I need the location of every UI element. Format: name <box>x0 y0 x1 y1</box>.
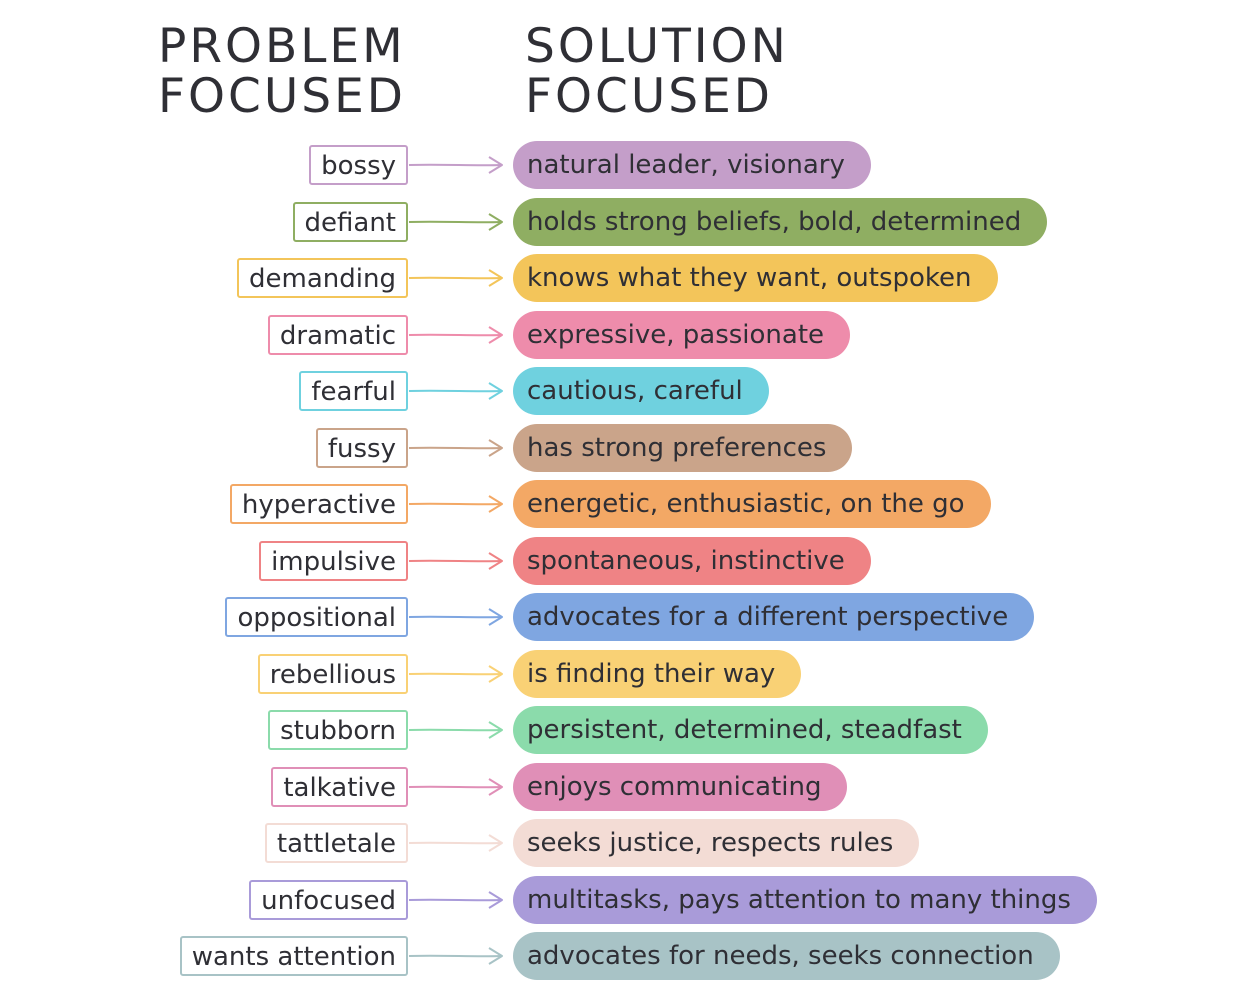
problem-label: hyperactive <box>229 484 408 524</box>
reframe-row: fussy has strong preferences <box>0 423 1260 473</box>
solution-label: cautious, careful <box>513 367 769 415</box>
arrow-head <box>488 664 503 683</box>
arrow-head <box>488 834 503 852</box>
solution-label: expressive, passionate <box>513 310 851 359</box>
solution-label: multitasks, pays attention to many thing… <box>513 875 1097 924</box>
solution-label: advocates for needs, seeks connection <box>513 932 1060 980</box>
arrow-shaft <box>408 220 502 223</box>
problem-label: fearful <box>299 371 408 411</box>
problem-label: oppositional <box>225 597 408 637</box>
solution-heading-line-2: FOCUSED <box>525 69 773 124</box>
arrow-head <box>488 495 503 513</box>
arrow-head <box>488 721 503 739</box>
arrow-icon <box>408 269 503 287</box>
arrow-shaft <box>408 954 502 958</box>
reframe-list: bossy natural leader, visionary defiant hol… <box>0 140 1260 1000</box>
arrow-icon <box>408 777 503 796</box>
arrow-icon <box>408 551 503 570</box>
arrow-shaft <box>408 728 502 732</box>
problem-heading-line-1: PROBLEM <box>158 19 406 74</box>
solution-focused-heading: SOLUTION FOCUSED <box>525 22 789 122</box>
arrow-head <box>488 325 503 344</box>
problem-label: bossy <box>309 145 408 185</box>
arrow-icon <box>408 212 503 231</box>
arrow-head <box>488 156 503 174</box>
arrow-head <box>488 947 503 965</box>
reframe-row: hyperactive energetic, enthusiastic, on t… <box>0 479 1260 529</box>
problem-label: demanding <box>237 258 408 298</box>
problem-label: unfocused <box>249 879 408 920</box>
arrow-head <box>488 777 503 796</box>
arrow-icon <box>408 495 503 513</box>
reframe-row: talkative enjoys communicating <box>0 762 1260 812</box>
problem-focused-heading: PROBLEM FOCUSED <box>158 22 406 122</box>
arrow-shaft <box>408 389 502 393</box>
arrow-shaft <box>408 898 502 901</box>
solution-label: seeks justice, respects rules <box>513 819 920 867</box>
arrow-shaft <box>408 841 502 845</box>
arrow-head <box>488 438 503 457</box>
problem-label: talkative <box>271 766 408 807</box>
arrow-icon <box>408 325 503 344</box>
problem-label: defiant <box>292 201 408 242</box>
arrow-shaft <box>408 615 502 619</box>
reframe-row: oppositional advocates for a different pe… <box>0 592 1260 642</box>
arrow-icon <box>408 438 503 457</box>
arrow-icon <box>408 890 503 909</box>
arrow-icon <box>408 664 503 683</box>
arrow-icon <box>408 608 503 626</box>
arrow-icon <box>408 947 503 965</box>
arrow-head <box>488 551 503 570</box>
solution-label: natural leader, visionary <box>513 141 871 189</box>
reframe-row: rebellious is finding their way <box>0 649 1260 699</box>
arrow-icon <box>408 156 503 174</box>
problem-label: stubborn <box>268 710 408 750</box>
reframe-row: stubborn persistent, determined, steadfas… <box>0 705 1260 755</box>
reframe-row: unfocused multitasks, pays attention to m… <box>0 875 1260 925</box>
solution-label: has strong preferences <box>513 423 853 472</box>
reframe-row: bossy natural leader, visionary <box>0 140 1260 190</box>
reframe-row: wants attention advocates for needs, seek… <box>0 931 1260 981</box>
problem-label: rebellious <box>257 653 408 694</box>
arrow-shaft <box>408 163 502 167</box>
problem-label: dramatic <box>267 314 408 355</box>
reframe-row: dramatic expressive, passionate <box>0 310 1260 360</box>
arrow-icon <box>408 834 503 852</box>
problem-label: tattletale <box>264 823 408 863</box>
arrow-shaft <box>408 502 502 506</box>
arrow-shaft <box>408 672 502 675</box>
reframe-row: fearful cautious, careful <box>0 366 1260 416</box>
solution-label: persistent, determined, steadfast <box>513 706 988 754</box>
arrow-shaft <box>408 276 502 280</box>
solution-label: spontaneous, instinctive <box>513 536 871 585</box>
arrow-shaft <box>408 785 502 788</box>
arrow-shaft <box>408 333 502 336</box>
arrow-head <box>488 212 503 231</box>
reframe-row: impulsive spontaneous, instinctive <box>0 536 1260 586</box>
problem-heading-line-2: FOCUSED <box>158 69 406 124</box>
arrow-head <box>488 890 503 909</box>
arrow-shaft <box>408 559 502 562</box>
reframe-row: defiant holds strong beliefs, bold, deter… <box>0 197 1260 247</box>
arrow-head <box>488 382 503 400</box>
arrow-head <box>488 608 503 626</box>
solution-label: advocates for a different perspective <box>513 593 1035 641</box>
solution-label: is finding their way <box>513 649 802 698</box>
arrow-shaft <box>408 446 502 449</box>
solution-label: holds strong beliefs, bold, determined <box>513 197 1048 246</box>
solution-label: energetic, enthusiastic, on the go <box>513 480 991 528</box>
arrow-head <box>488 269 503 287</box>
problem-label: impulsive <box>259 540 408 581</box>
solution-heading-line-1: SOLUTION <box>525 19 789 74</box>
arrow-icon <box>408 382 503 400</box>
solution-label: enjoys communicating <box>513 762 848 811</box>
problem-label: fussy <box>315 427 408 468</box>
problem-label: wants attention <box>179 936 408 976</box>
arrow-icon <box>408 721 503 739</box>
reframe-row: tattletale seeks justice, respects rules <box>0 818 1260 868</box>
reframe-row: demanding knows what they want, outspoken <box>0 253 1260 303</box>
solution-label: knows what they want, outspoken <box>513 254 998 302</box>
